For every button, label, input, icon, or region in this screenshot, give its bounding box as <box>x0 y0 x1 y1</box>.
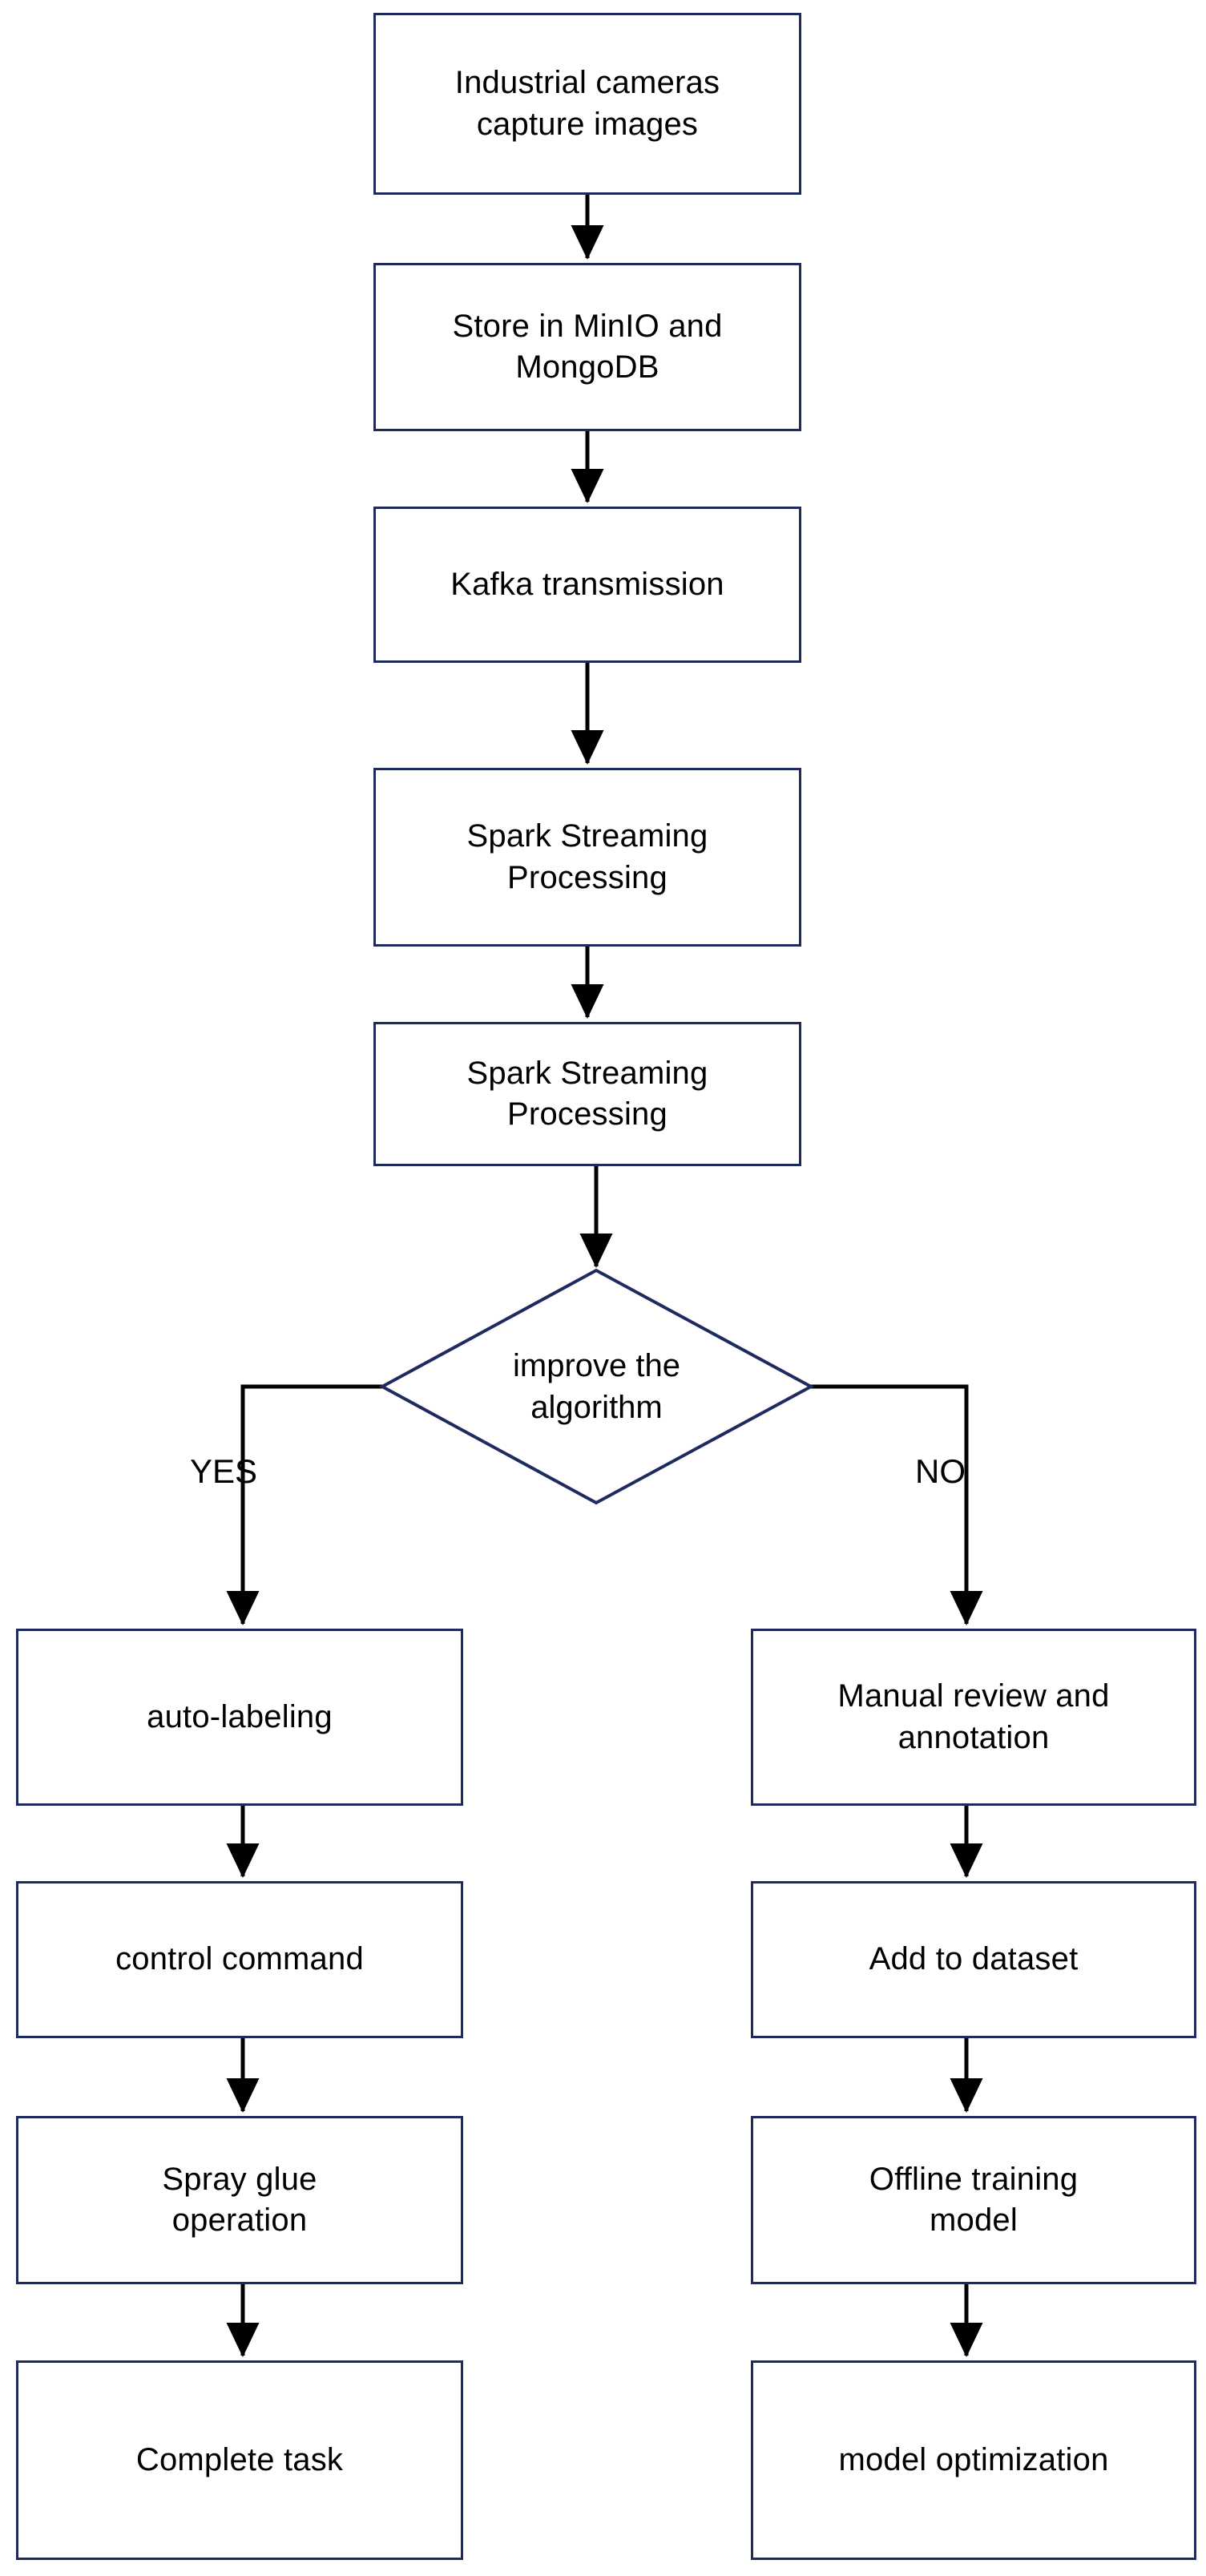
node-store-label: Store in MinIO and MongoDB <box>452 308 723 385</box>
node-offline-training-model[interactable]: Offline training model <box>751 2116 1196 2284</box>
edge-decision-yes <box>226 1384 382 1626</box>
branch-label-yes: YES <box>190 1452 258 1490</box>
decision-diamond-shape <box>378 1268 815 1505</box>
node-control-command-label: control command <box>115 1941 364 1977</box>
node-spray-glue-operation-label: Spray glue operation <box>162 2161 317 2238</box>
node-kafka[interactable]: Kafka transmission <box>373 507 801 663</box>
node-model-optimization-label: model optimization <box>838 2441 1109 2477</box>
node-auto-labeling[interactable]: auto-labeling <box>16 1629 463 1806</box>
node-complete-task-label: Complete task <box>135 2441 344 2477</box>
node-spark-streaming-2-label: Spark Streaming Processing <box>466 1055 708 1132</box>
branch-label-no: NO <box>915 1452 966 1490</box>
node-kafka-label: Kafka transmission <box>450 566 724 602</box>
node-decision-label: improve the algorithm <box>513 1348 680 1425</box>
node-store[interactable]: Store in MinIO and MongoDB <box>373 263 801 431</box>
node-decision-improve-algorithm[interactable]: improve the algorithm <box>382 1270 811 1503</box>
edge-decision-no <box>811 1384 983 1626</box>
node-offline-training-model-label: Offline training model <box>869 2161 1079 2238</box>
node-spark-streaming-1-label: Spark Streaming Processing <box>466 818 708 895</box>
node-manual-review[interactable]: Manual review and annotation <box>751 1629 1196 1806</box>
node-complete-task[interactable]: Complete task <box>16 2360 463 2560</box>
node-manual-review-label: Manual review and annotation <box>837 1678 1110 1755</box>
node-auto-labeling-label: auto-labeling <box>147 1698 333 1734</box>
node-spark-streaming-1[interactable]: Spark Streaming Processing <box>373 768 801 947</box>
node-add-to-dataset-label: Add to dataset <box>869 1941 1079 1977</box>
node-add-to-dataset[interactable]: Add to dataset <box>751 1881 1196 2038</box>
node-control-command[interactable]: control command <box>16 1881 463 2038</box>
node-capture-label: Industrial cameras capture images <box>454 65 720 142</box>
node-capture[interactable]: Industrial cameras capture images <box>373 13 801 195</box>
node-model-optimization[interactable]: model optimization <box>751 2360 1196 2560</box>
node-spray-glue-operation[interactable]: Spray glue operation <box>16 2116 463 2284</box>
node-spark-streaming-2[interactable]: Spark Streaming Processing <box>373 1022 801 1166</box>
